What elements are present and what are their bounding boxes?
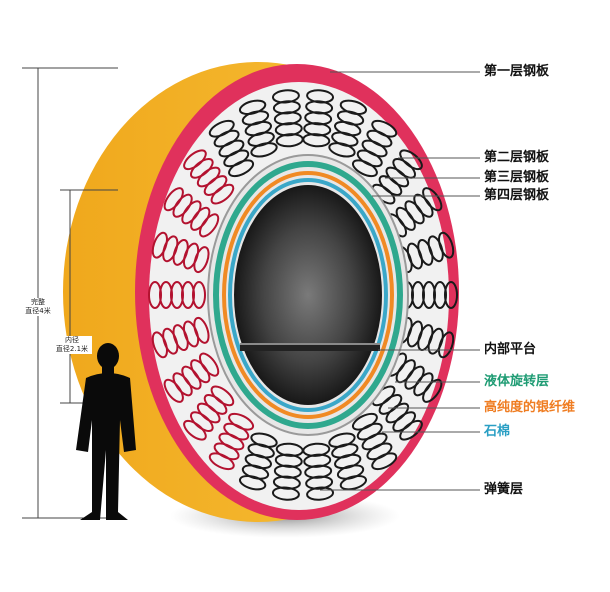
spring-coil — [163, 187, 220, 238]
spring-coil — [328, 432, 368, 491]
inner-platform — [240, 345, 380, 351]
asbestos-layer — [228, 178, 388, 412]
spring-coil — [208, 119, 255, 178]
label-steel-layer-1: 第一层钢板 — [484, 64, 550, 79]
spring-coil — [386, 187, 443, 238]
label-spring-layer: 弹簧层 — [484, 482, 524, 497]
spring-coils — [148, 89, 458, 501]
spring-coil — [328, 99, 368, 158]
spring-coil — [151, 231, 210, 274]
label-asbestos: 石棉 — [484, 424, 511, 439]
spring-coil — [238, 99, 278, 158]
dimension-lines — [22, 67, 118, 519]
spring-coil — [400, 281, 458, 309]
inner-void — [234, 185, 382, 405]
spring-coil — [208, 412, 255, 471]
outer-diameter-label: 完整 直径4米 — [20, 298, 56, 316]
spring-coil — [151, 316, 210, 359]
spring-coil — [351, 119, 398, 178]
label-steel-layer-4: 第四层钢板 — [484, 188, 550, 203]
spring-coil — [371, 149, 423, 205]
spring-coil — [351, 412, 398, 471]
spring-coil — [183, 385, 235, 441]
label-steel-layer-2: 第二层钢板 — [484, 150, 550, 165]
spring-coil — [163, 352, 220, 403]
spring-coil — [238, 432, 278, 491]
silver-fiber-layer — [222, 171, 394, 419]
spring-coil — [183, 149, 235, 205]
spring-coil — [302, 89, 335, 148]
label-silver-fiber: 高纯度的银纤维 — [484, 400, 576, 415]
liquid-rotation-layer — [213, 161, 403, 429]
label-inner-platform: 内部平台 — [484, 342, 537, 357]
label-liquid-layer: 液体旋转层 — [484, 374, 550, 389]
spring-coil — [271, 442, 304, 501]
person-silhouette — [76, 343, 136, 520]
inner-diameter-label: 内径 直径2.1米 — [52, 336, 92, 354]
label-steel-layer-3: 第三层钢板 — [484, 170, 550, 185]
spring-coil — [148, 281, 206, 309]
leader-lines — [320, 71, 480, 491]
